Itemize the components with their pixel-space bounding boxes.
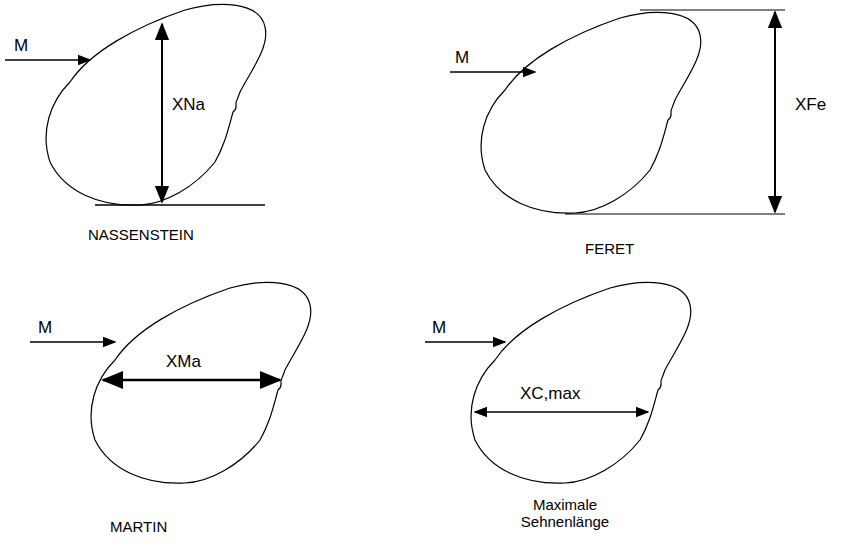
motion-arrow bbox=[5, 59, 90, 61]
method-caption: MARTIN bbox=[110, 518, 167, 535]
motion-label: M bbox=[432, 318, 446, 338]
chord-arrow bbox=[475, 411, 648, 413]
dimension-label: XC,max bbox=[520, 384, 580, 404]
method-caption: NASSENSTEIN bbox=[88, 226, 194, 243]
motion-arrow bbox=[30, 341, 115, 343]
dimension-label: XMa bbox=[166, 352, 201, 372]
dimension-label: XFe bbox=[795, 95, 826, 115]
particle-outline bbox=[481, 12, 701, 213]
motion-label: M bbox=[455, 48, 469, 68]
particle-outline bbox=[91, 282, 311, 483]
particle-outline bbox=[471, 282, 691, 483]
method-caption: Maximale Sehnenlänge bbox=[500, 496, 630, 531]
tangent-line bbox=[565, 214, 785, 215]
method-caption: FERET bbox=[585, 240, 634, 257]
motion-arrow bbox=[450, 71, 535, 73]
motion-label: M bbox=[14, 36, 28, 56]
dimension-arrow bbox=[774, 12, 776, 212]
motion-label: M bbox=[38, 318, 52, 338]
chord-arrow bbox=[103, 379, 280, 382]
tangent-line bbox=[640, 10, 785, 11]
tangent-line bbox=[95, 204, 265, 206]
particle-outline bbox=[46, 4, 266, 205]
dimension-label: XNa bbox=[172, 95, 205, 115]
motion-arrow bbox=[425, 341, 505, 343]
dimension-arrow bbox=[161, 24, 163, 202]
